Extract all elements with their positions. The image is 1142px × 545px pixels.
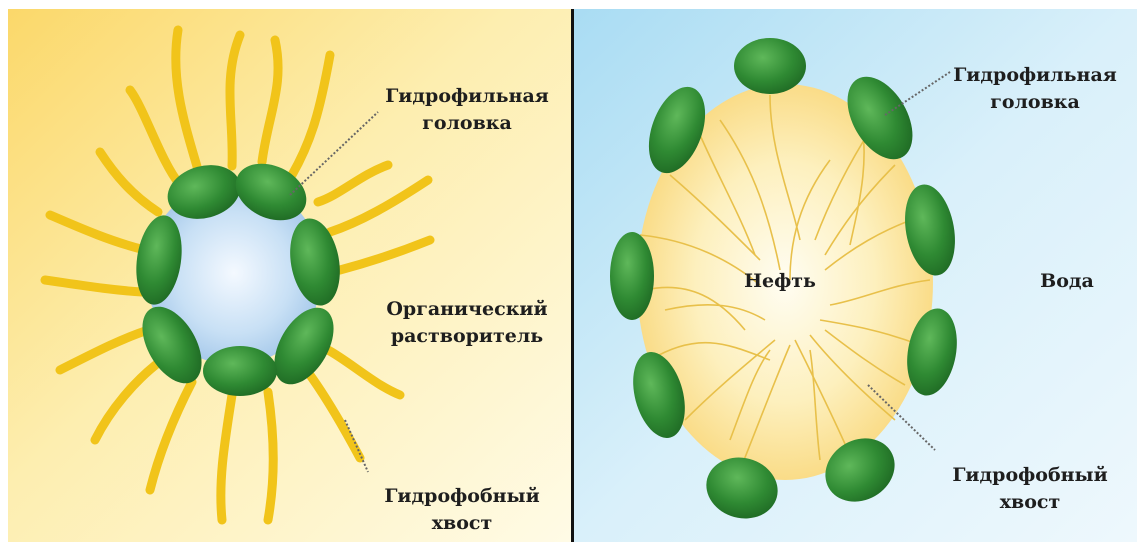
label-hydrophilic-head-left-line1: Гидрофильная [372,83,562,110]
label-hydrophilic-head-left: Гидрофильная головка [372,83,562,137]
label-hydrophobic-tail-right: Гидрофобный хвост [930,462,1130,516]
label-organic-solvent: Органический растворитель [372,296,562,350]
panel-divider [571,9,574,542]
label-hydrophobic-tail-left: Гидрофобный хвост [362,483,562,537]
label-hydrophobic-tail-right-line2: хвост [930,489,1130,516]
label-water: Вода [1012,268,1122,295]
label-hydrophobic-tail-left-line2: хвост [362,510,562,537]
label-hydrophilic-head-left-line2: головка [372,110,562,137]
label-organic-solvent-line1: Органический [372,296,562,323]
label-hydrophilic-head-right-line1: Гидрофильная [935,62,1135,89]
label-hydrophobic-tail-left-line1: Гидрофобный [362,483,562,510]
label-hydrophilic-head-right: Гидрофильная головка [935,62,1135,116]
label-organic-solvent-line2: растворитель [372,323,562,350]
label-hydrophilic-head-right-line2: головка [935,89,1135,116]
label-oil: Нефть [720,268,840,295]
label-hydrophobic-tail-right-line1: Гидрофобный [930,462,1130,489]
